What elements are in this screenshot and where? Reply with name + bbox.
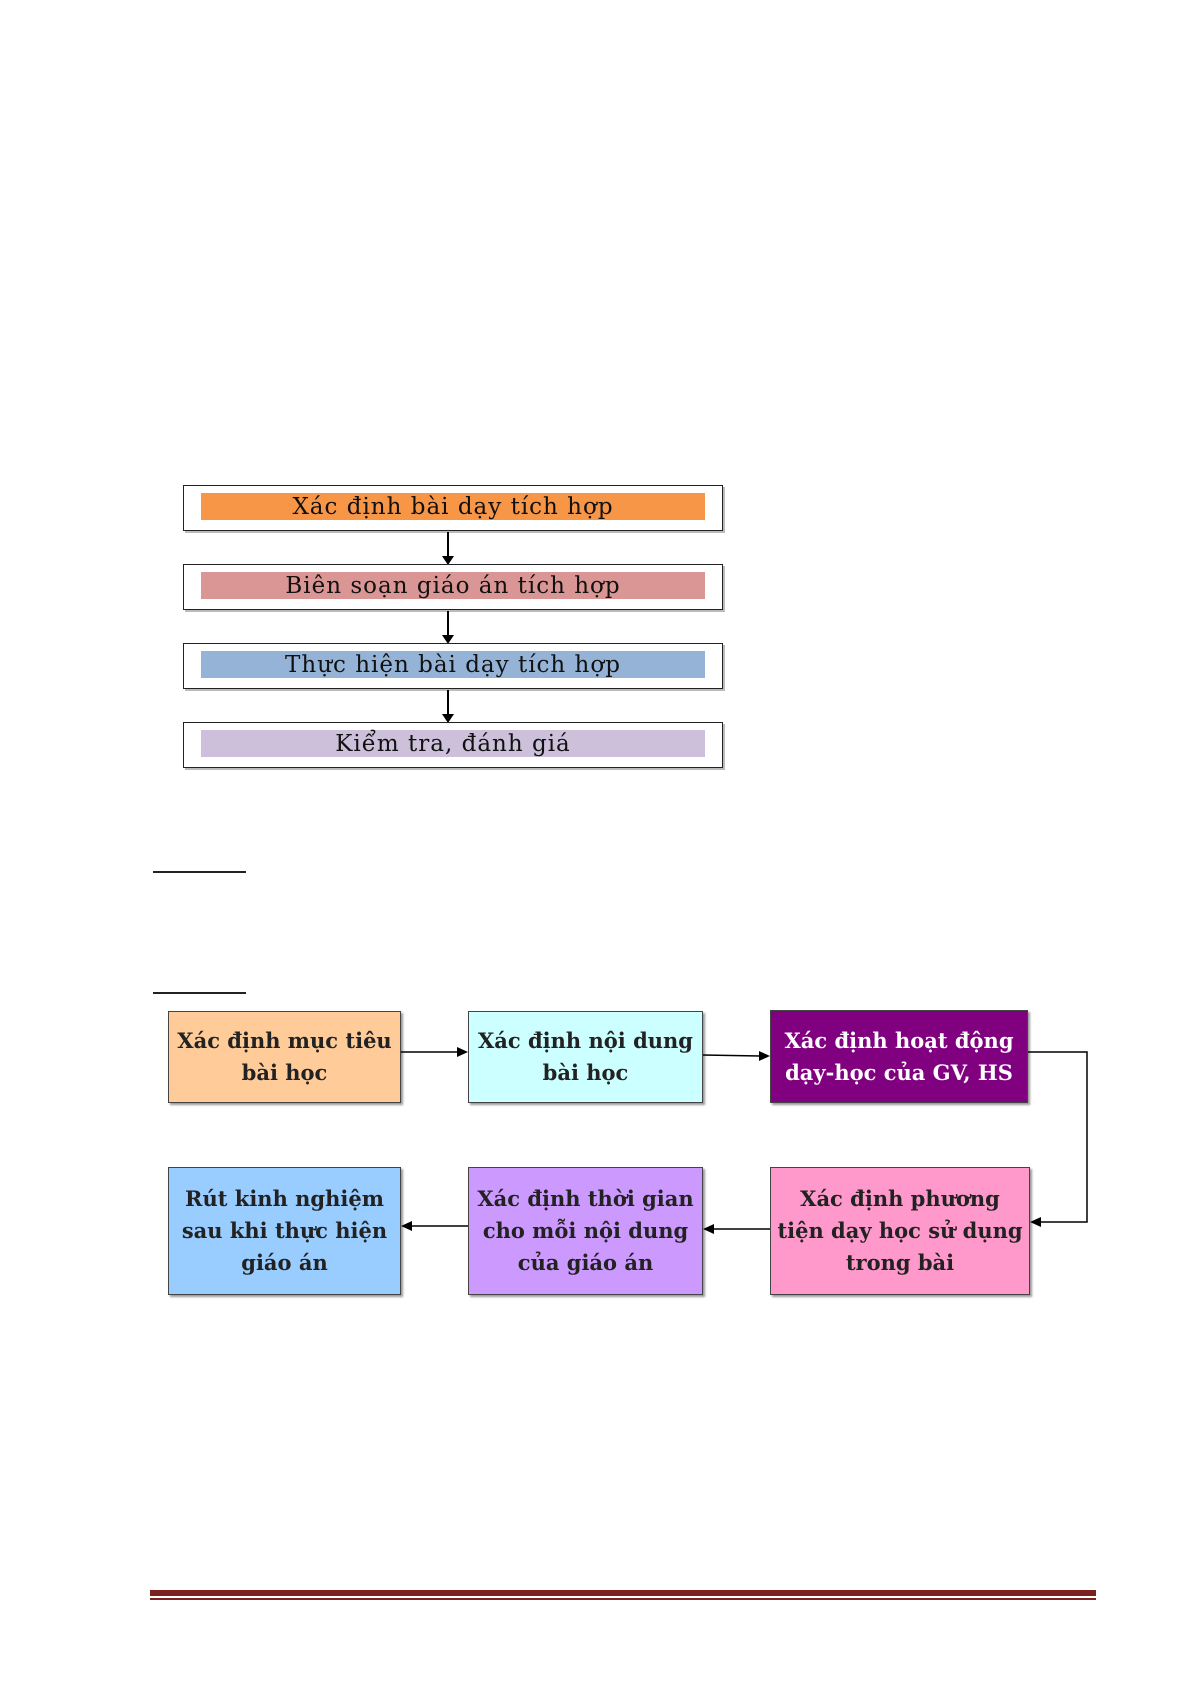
flow2-box-activities-label: Xác định hoạt động dạy-học của GV, HS	[784, 1027, 1014, 1085]
flow2-connector-2	[702, 1054, 761, 1057]
flow1-step-2: Biên soạn giáo án tích hợp	[183, 564, 723, 610]
flow1-step-1-label: Xác định bài dạy tích hợp	[292, 493, 614, 520]
arrow-down-icon	[442, 714, 454, 723]
flow1-step-3-fill: Thực hiện bài dạy tích hợp	[201, 651, 705, 678]
heading-underline-1	[153, 871, 246, 873]
flow1-step-4-label: Kiểm tra, đánh giá	[335, 730, 571, 757]
flow2-box-time-allocation-label: Xác định thời gian cho mỗi nội dung của …	[477, 1186, 694, 1275]
arrow-left-icon	[1030, 1217, 1041, 1227]
heading-underline-2	[153, 992, 246, 994]
flow1-step-3: Thực hiện bài dạy tích hợp	[183, 643, 723, 689]
flow2-box-content: Xác định nội dung bài học	[468, 1011, 703, 1103]
flow1-step-3-label: Thực hiện bài dạy tích hợp	[285, 651, 621, 678]
flow2-box-lessons-learned: Rút kinh nghiệm sau khi thực hiện giáo á…	[168, 1167, 401, 1295]
arrow-right-icon	[759, 1051, 770, 1061]
flow2-box-objectives: Xác định mục tiêu bài học	[168, 1011, 401, 1103]
flow2-box-teaching-aids: Xác định phương tiện dạy học sử dụng tro…	[770, 1167, 1030, 1295]
flow2-box-content-label: Xác định nội dung bài học	[478, 1028, 693, 1085]
flow1-connector-3	[447, 690, 449, 714]
flow1-step-4-fill: Kiểm tra, đánh giá	[201, 730, 705, 757]
arrow-left-icon	[401, 1221, 412, 1231]
footer-rule-thick	[150, 1590, 1096, 1596]
flow1-step-1: Xác định bài dạy tích hợp	[183, 485, 723, 531]
flow1-step-2-fill: Biên soạn giáo án tích hợp	[201, 572, 705, 599]
flow2-box-lessons-learned-label: Rút kinh nghiệm sau khi thực hiện giáo á…	[181, 1186, 388, 1275]
flow1-step-4: Kiểm tra, đánh giá	[183, 722, 723, 768]
footer-rule-thin	[150, 1598, 1096, 1600]
arrow-left-icon	[703, 1224, 714, 1234]
flow2-box-teaching-aids-label: Xác định phương tiện dạy học sử dụng tro…	[777, 1186, 1023, 1275]
flow1-step-2-label: Biên soạn giáo án tích hợp	[285, 572, 621, 599]
flow2-box-time-allocation: Xác định thời gian cho mỗi nội dung của …	[468, 1167, 703, 1295]
arrow-down-icon	[442, 556, 454, 565]
flow1-connector-1	[447, 532, 449, 556]
flow2-box-objectives-label: Xác định mục tiêu bài học	[177, 1028, 392, 1085]
flow1-connector-2	[447, 611, 449, 635]
flow1-step-1-fill: Xác định bài dạy tích hợp	[201, 493, 705, 520]
flow2-connector-3	[1028, 1051, 1088, 1223]
arrow-down-icon	[442, 635, 454, 644]
arrow-right-icon	[457, 1047, 468, 1057]
flow2-box-activities: Xác định hoạt động dạy-học của GV, HS	[770, 1010, 1028, 1103]
